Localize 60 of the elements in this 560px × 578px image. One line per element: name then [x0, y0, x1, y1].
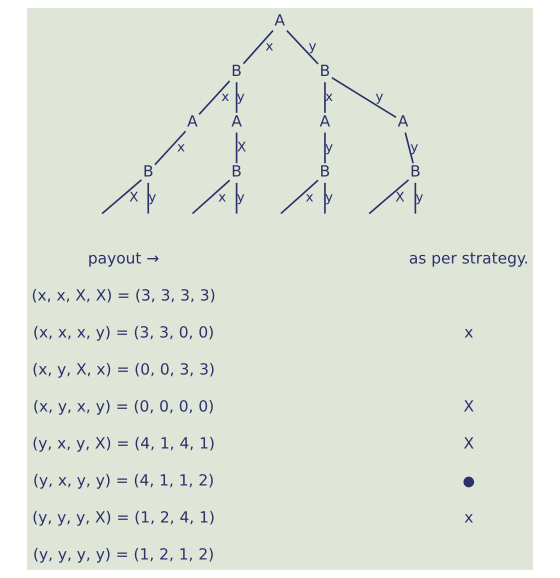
- connector: [368, 179, 410, 214]
- edge-label: X: [129, 190, 138, 206]
- edge-label: X: [395, 190, 405, 206]
- edge-label: x: [306, 190, 314, 206]
- label: (y, x, y, y) = (4, 1, 1, 2): [32, 472, 214, 490]
- connector: [192, 180, 230, 214]
- edge-label: x: [325, 90, 334, 106]
- edge-label: x: [266, 40, 274, 55]
- connector: [154, 130, 186, 166]
- edge-label: y: [416, 190, 424, 206]
- edge-label: x: [177, 140, 186, 156]
- edge-label: x: [218, 190, 226, 206]
- label: as per strategy.: [408, 250, 529, 268]
- label: (y, y, y, y) = (1, 2, 1, 2): [32, 546, 214, 564]
- connector: [286, 30, 319, 65]
- label: (x, y, X, x) = (0, 0, 3, 3): [32, 360, 215, 379]
- edge-label: y: [325, 190, 334, 206]
- node-dot: [463, 476, 474, 488]
- connector: [414, 182, 416, 214]
- label: payout →: [88, 250, 160, 268]
- connector: [236, 182, 238, 214]
- edge-label: X: [237, 140, 246, 156]
- edge-label: y: [148, 190, 156, 206]
- connector: [324, 132, 326, 164]
- label: x: [464, 324, 474, 342]
- edge-label: y: [308, 40, 317, 55]
- label: (x, y, x, y) = (0, 0, 0, 0): [32, 398, 214, 416]
- node-text: A: [398, 112, 408, 130]
- connector: [147, 182, 150, 214]
- node-text: B: [410, 162, 421, 181]
- connector: [236, 132, 238, 164]
- node-text: A: [320, 112, 330, 130]
- connector: [324, 82, 326, 113]
- label: (x, x, x, y) = (3, 3, 0, 0): [32, 324, 214, 342]
- label: (y, y, y, X) = (1, 2, 4, 1): [32, 508, 215, 527]
- node-text: B: [231, 162, 242, 181]
- connector: [102, 179, 142, 214]
- edge-label: x: [221, 90, 230, 106]
- connector: [331, 76, 396, 118]
- label: X: [464, 398, 474, 416]
- node-text: B: [142, 162, 154, 181]
- node-text: B: [320, 62, 330, 80]
- node-text: A: [231, 112, 242, 130]
- connector: [242, 30, 274, 64]
- connector: [198, 80, 230, 115]
- node-text: B: [231, 62, 242, 80]
- node-text: B: [320, 162, 330, 181]
- connector: [324, 182, 326, 214]
- connector: [236, 82, 238, 113]
- label: X: [464, 434, 474, 453]
- edge-label: y: [410, 140, 418, 156]
- label: (y, x, y, X) = (4, 1, 4, 1): [32, 434, 215, 453]
- connector: [280, 180, 319, 214]
- edge-label: y: [325, 140, 334, 156]
- connector: [404, 132, 414, 164]
- label: (x, x, X, X) = (3, 3, 3, 3): [32, 286, 216, 305]
- label: x: [464, 508, 474, 527]
- edge-label: y: [375, 90, 384, 106]
- node-text: A: [274, 12, 286, 30]
- node-text: A: [187, 112, 198, 130]
